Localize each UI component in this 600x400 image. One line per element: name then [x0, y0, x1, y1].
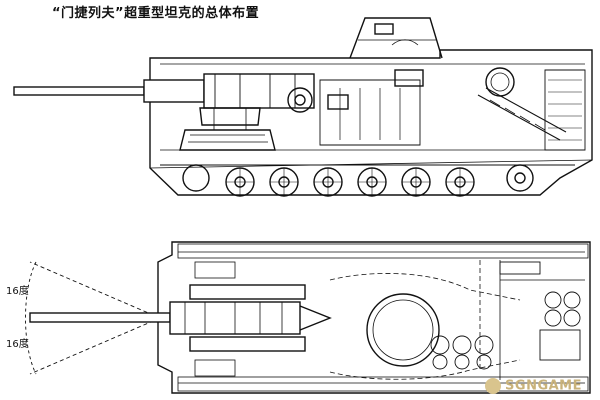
watermark-text: SGNGAME [505, 378, 582, 394]
watermark-logo-icon [485, 378, 502, 394]
top-hull-outline [157, 241, 591, 394]
angle-label-lower: 16度 [6, 337, 29, 350]
turret-ring [366, 293, 440, 367]
side-cupola [349, 17, 443, 59]
side-hull-outline [149, 49, 593, 196]
angle-label-upper: 16度 [6, 284, 29, 297]
side-main-gun [13, 73, 315, 113]
side-view [13, 17, 593, 197]
diagram-title: “门捷列夫”超重型坦克的总体布置 [52, 6, 260, 21]
side-engine [477, 67, 586, 151]
side-gun-mount [179, 107, 276, 151]
top-view [25, 241, 591, 394]
internal-lines [329, 260, 521, 380]
top-main-gun [29, 284, 332, 352]
angle-fan [25, 261, 161, 375]
side-running-gear [160, 164, 575, 197]
ammo-racks [430, 261, 581, 370]
watermark: SGNGAME [485, 378, 582, 394]
